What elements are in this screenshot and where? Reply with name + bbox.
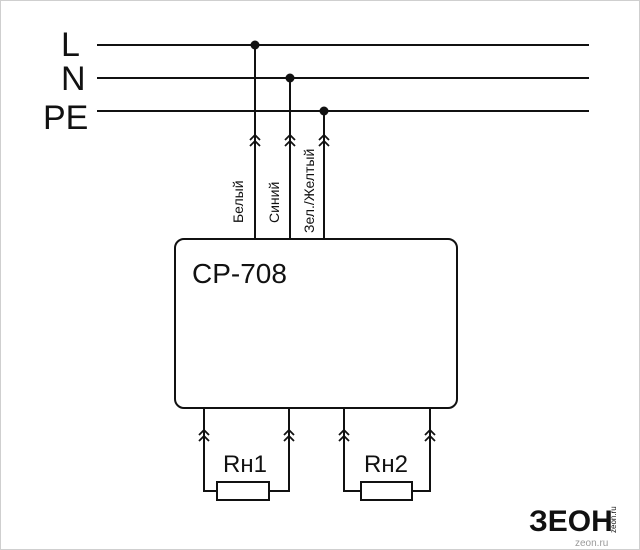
load-circuit-2 <box>343 408 431 492</box>
device-name: CP-708 <box>192 258 287 289</box>
device-box <box>174 238 458 409</box>
brand-logo: ЗЕОН zeon.ru zeon.ru <box>529 505 618 549</box>
bus-label-l: L <box>61 26 80 64</box>
bus-label-pe: PE <box>43 99 88 137</box>
bus-label-n: N <box>61 60 86 98</box>
load-resistor-1 <box>216 481 270 501</box>
load-label-1: Rн1 <box>223 451 267 478</box>
bus-lines <box>97 44 589 112</box>
wire-label-yellow-green: Зел./Желтый <box>301 149 317 233</box>
wire-label-white: Белый <box>230 180 246 223</box>
load-resistor-2 <box>360 481 413 501</box>
wire-label-blue: Синий <box>266 182 282 223</box>
load-circuit-1 <box>203 408 290 492</box>
logo-vertical-text: zeon.ru <box>609 506 618 533</box>
load-label-2: Rн2 <box>364 451 408 478</box>
logo-faint-text: zeon.ru <box>575 538 608 549</box>
logo-text: ЗЕОН <box>529 505 613 538</box>
